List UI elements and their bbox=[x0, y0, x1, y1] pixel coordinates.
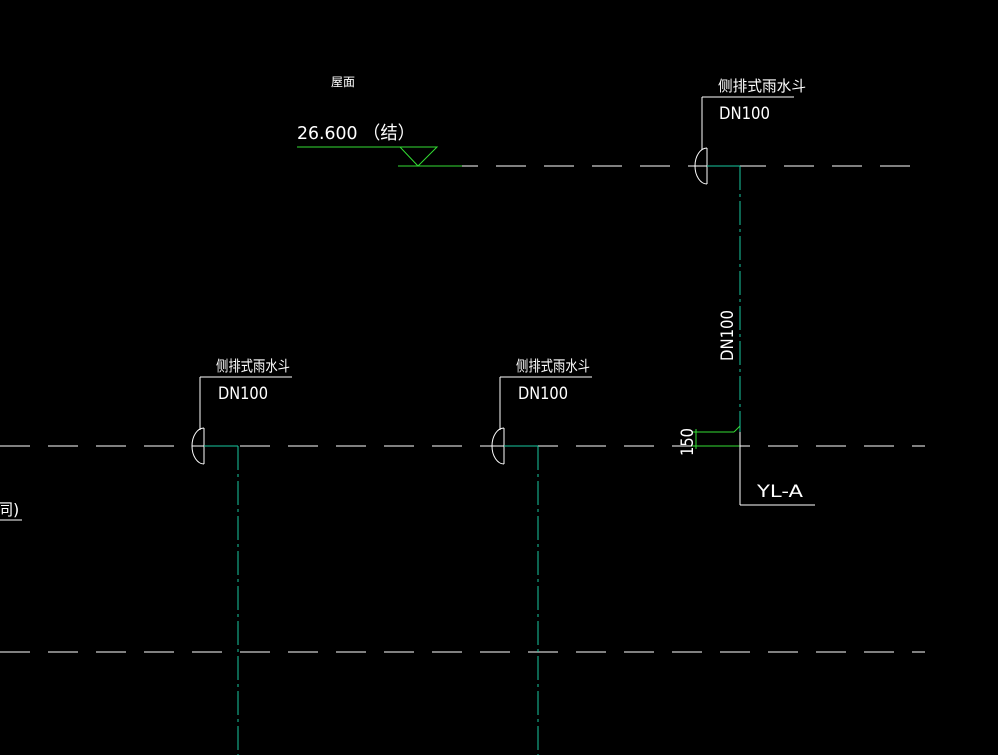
riser-pipe-size: DN100 bbox=[718, 310, 738, 361]
upper-drain-label: 侧排式雨水斗 bbox=[718, 77, 806, 95]
upper-drain-size: DN100 bbox=[719, 104, 770, 124]
upper-drain-icon bbox=[694, 147, 708, 185]
middle-drain-label: 侧排式雨水斗 bbox=[516, 357, 590, 375]
riser-label: YL-A bbox=[756, 482, 804, 502]
middle-drain-size: DN100 bbox=[518, 384, 568, 404]
middle-drain-icon bbox=[491, 427, 505, 465]
left-drain-size: DN100 bbox=[218, 384, 268, 404]
elevation-label: 26.600 （结） bbox=[297, 123, 415, 144]
offset-connector-slant bbox=[733, 425, 741, 433]
elevation-triangle-icon bbox=[398, 146, 439, 167]
roof-label: 屋面 bbox=[331, 75, 355, 89]
cut-off-text: 同) bbox=[0, 500, 19, 519]
left-drain-icon bbox=[191, 427, 205, 465]
left-drain-label: 侧排式雨水斗 bbox=[216, 357, 290, 375]
offset-dimension: 150 bbox=[678, 428, 698, 456]
